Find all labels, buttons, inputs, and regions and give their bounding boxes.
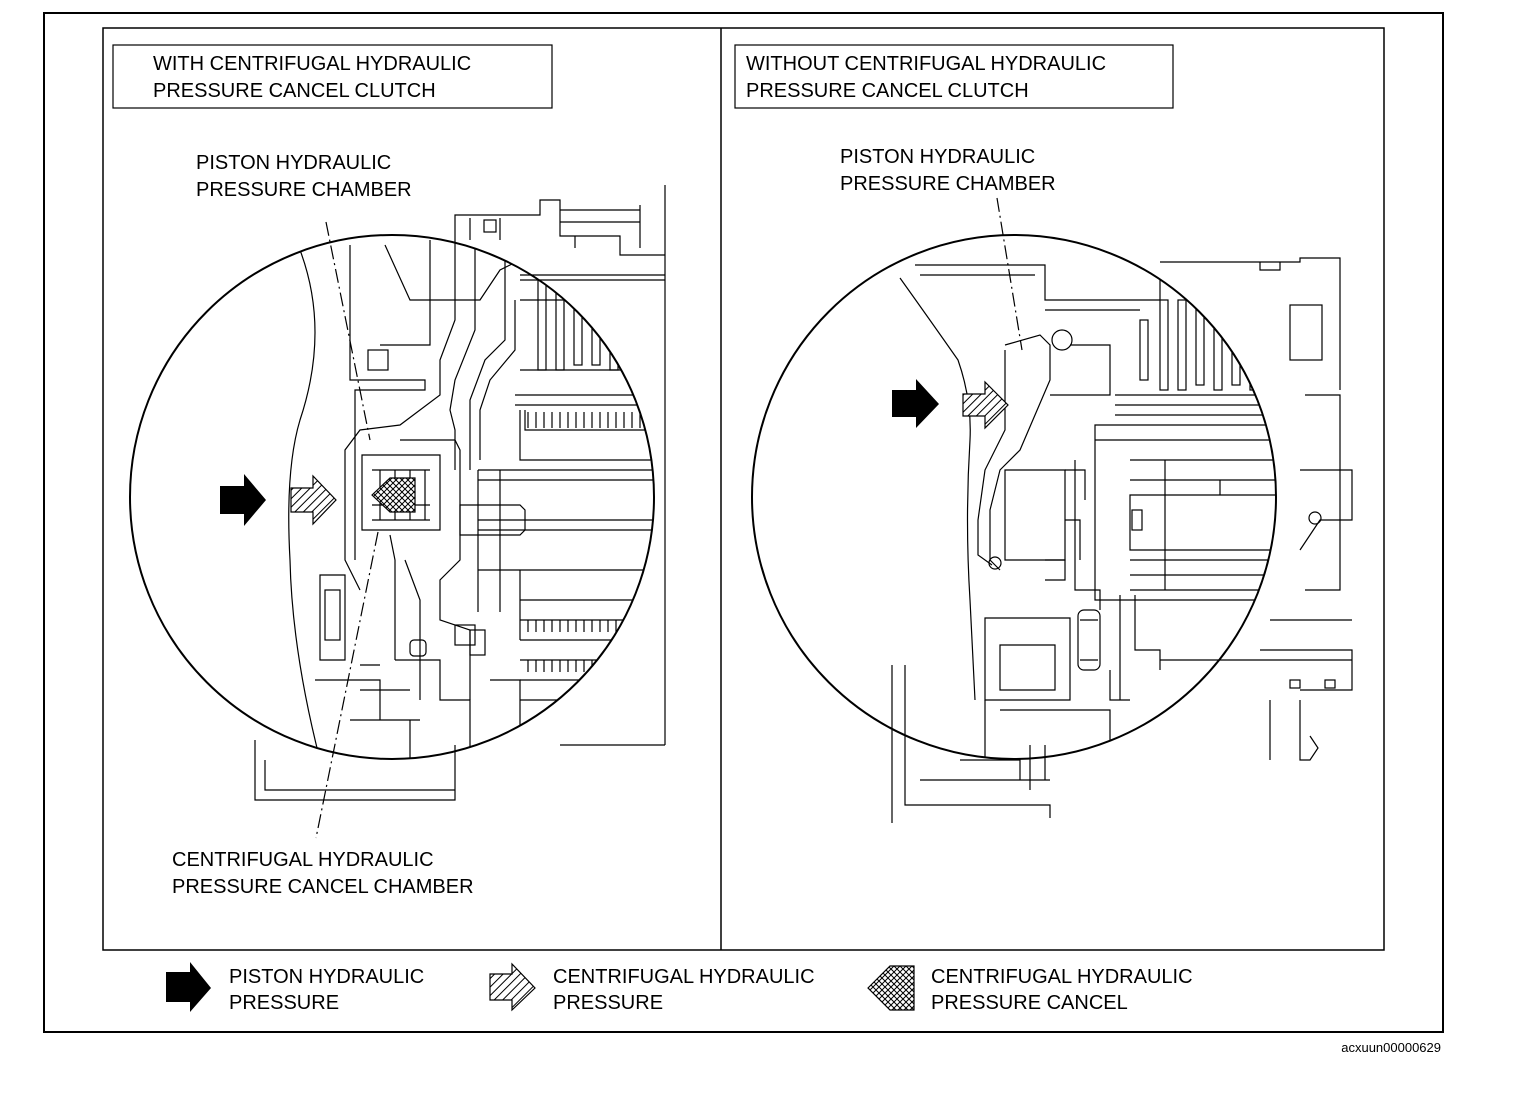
- figure-id: acxuun00000629: [1341, 1040, 1441, 1055]
- left-bottom-callout-line-2: PRESSURE CANCEL CHAMBER: [172, 876, 474, 898]
- legend: PISTON HYDRAULIC PRESSURE CENTRIFUGAL HY…: [166, 962, 1193, 1014]
- left-bottom-callout-line-1: CENTRIFUGAL HYDRAULIC: [172, 849, 434, 871]
- legend-item-3-line-2: PRESSURE CANCEL: [931, 992, 1128, 1014]
- piston-pressure-arrow: [220, 474, 266, 526]
- solid-arrow-icon: [166, 962, 211, 1012]
- legend-item-1-line-1: PISTON HYDRAULIC: [229, 966, 424, 988]
- legend-item-2-line-2: PRESSURE: [553, 992, 663, 1014]
- right-title-line-2: PRESSURE CANCEL CLUTCH: [746, 80, 1029, 102]
- left-mechanism-outer: [254, 185, 666, 801]
- right-title-box: [734, 44, 1174, 109]
- legend-item-1-line-2: PRESSURE: [229, 992, 339, 1014]
- outer-frame: [43, 12, 1444, 1033]
- left-title-line-1: WITH CENTRIFUGAL HYDRAULIC: [153, 53, 471, 75]
- left-bottom-leader: [315, 531, 379, 839]
- left-title-box: [112, 44, 553, 109]
- crosshatch-arrow-icon: [867, 965, 915, 1011]
- left-title-line-2: PRESSURE CANCEL CLUTCH: [153, 80, 436, 102]
- centrifugal-pressure-arrow: [290, 474, 337, 526]
- right-panel: WITHOUT CENTRIFUGAL HYDRAULIC PRESSURE C…: [734, 44, 1353, 823]
- right-centrifugal-pressure-arrow: [962, 380, 1009, 430]
- legend-item-2-line-1: CENTRIFUGAL HYDRAULIC: [553, 966, 815, 988]
- right-top-callout-line-2: PRESSURE CHAMBER: [840, 173, 1056, 195]
- left-top-callout-line-1: PISTON HYDRAULIC: [196, 152, 391, 174]
- right-mechanism-inner: [899, 264, 1276, 759]
- cancel-pressure-arrow: [371, 477, 416, 513]
- right-top-leader: [996, 197, 1023, 351]
- left-detail-circle: [129, 234, 655, 760]
- right-detail-circle: [751, 234, 1277, 760]
- hatched-arrow-icon: [489, 962, 536, 1012]
- legend-item-3-line-1: CENTRIFUGAL HYDRAULIC: [931, 966, 1193, 988]
- left-panel: WITH CENTRIFUGAL HYDRAULIC PRESSURE CANC…: [112, 44, 666, 898]
- diagram-frame: [102, 27, 1385, 951]
- right-top-callout-line-1: PISTON HYDRAULIC: [840, 146, 1035, 168]
- right-mechanism-outer: [891, 257, 1353, 823]
- left-top-callout-line-2: PRESSURE CHAMBER: [196, 179, 412, 201]
- left-top-leader: [325, 221, 371, 441]
- right-title-line-1: WITHOUT CENTRIFUGAL HYDRAULIC: [746, 53, 1106, 75]
- right-piston-pressure-arrow: [892, 379, 939, 428]
